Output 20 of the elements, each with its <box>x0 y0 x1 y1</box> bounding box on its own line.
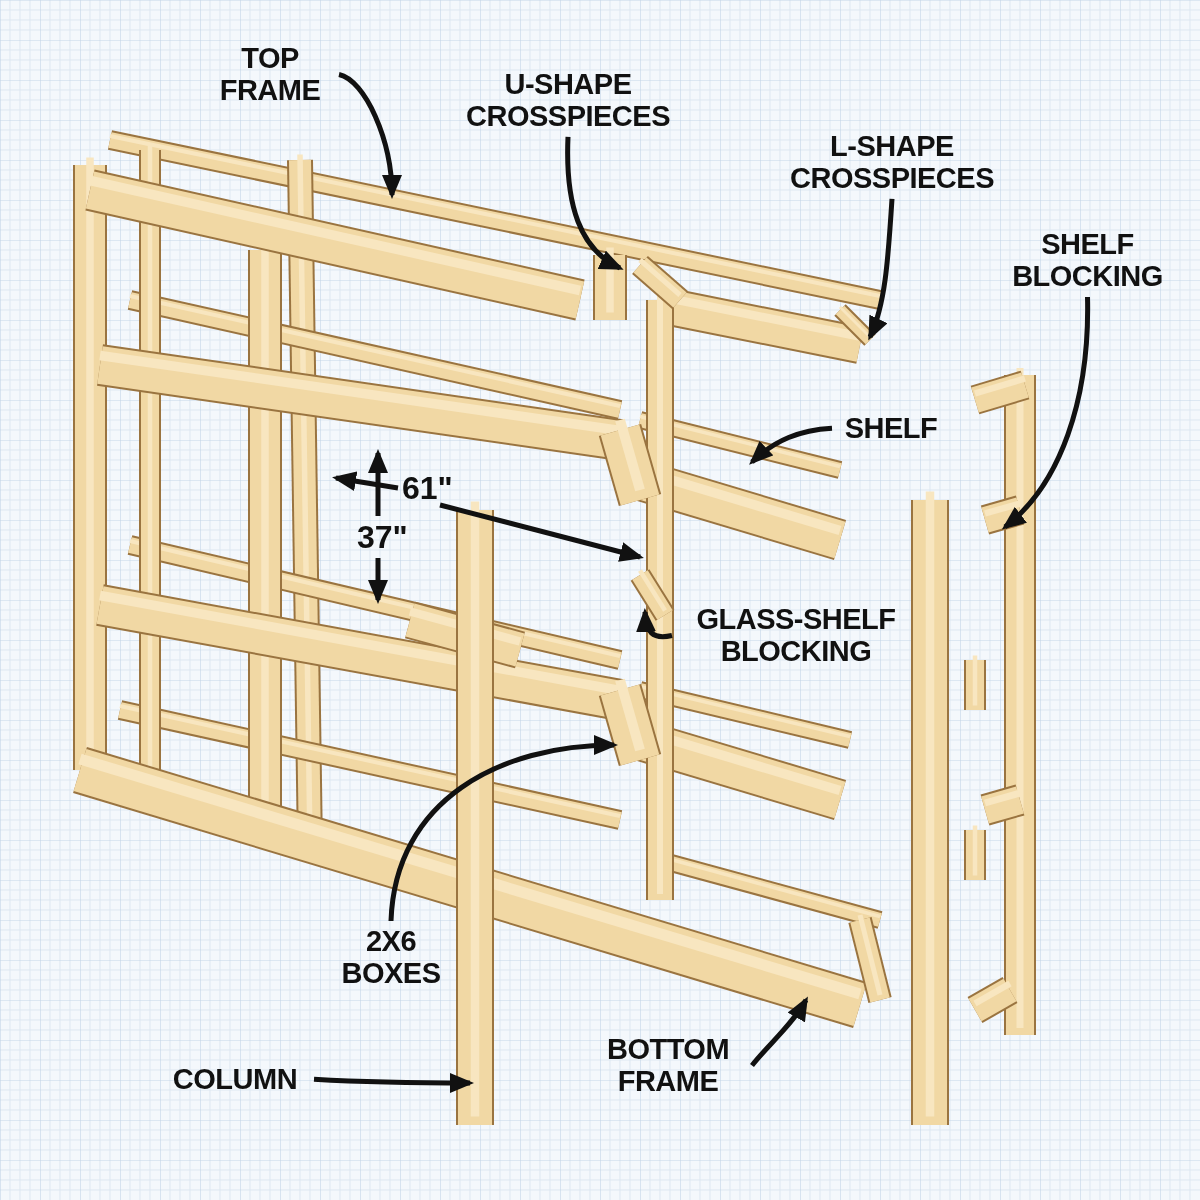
callout-label: L-SHAPE CROSSPIECES <box>789 130 995 195</box>
callout-label: TOP FRAME <box>218 42 322 107</box>
dimension-label: 37" <box>357 521 408 553</box>
leader-arrow <box>338 72 402 199</box>
leader-arrow <box>1001 296 1090 530</box>
dimension-label: 61" <box>402 472 453 504</box>
callout-label: BOTTOM FRAME <box>605 1033 731 1098</box>
callout-label: SHELF <box>843 412 939 445</box>
leader-arrow <box>313 1073 474 1093</box>
callout-label: COLUMN <box>171 1063 299 1096</box>
leader-arrow <box>867 198 895 341</box>
leader-arrow <box>749 425 833 465</box>
callout-label: GLASS-SHELF BLOCKING <box>695 603 897 668</box>
leader-arrow <box>636 608 673 640</box>
leader-arrow <box>388 735 618 922</box>
callout-label: U-SHAPE CROSSPIECES <box>465 68 671 133</box>
callout-label: 2X6 BOXES <box>340 925 442 990</box>
leader-arrow <box>565 136 624 271</box>
leader-arrow <box>750 996 809 1068</box>
callout-label: SHELF BLOCKING <box>1011 228 1164 293</box>
